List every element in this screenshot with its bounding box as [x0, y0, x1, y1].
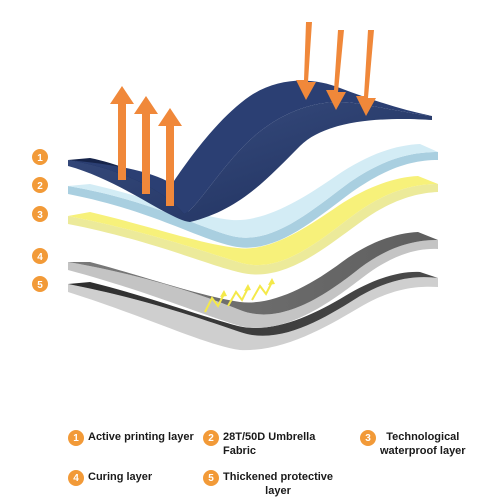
legend-label-2-line2: Fabric — [223, 445, 257, 457]
legend-badge-3: 3 — [360, 430, 376, 446]
layer-5-thickened-protective — [68, 271, 438, 351]
legend-label-3-line1: Technological — [386, 431, 460, 443]
layer-1-active-printing — [68, 80, 432, 222]
legend-label-3-line2: waterproof layer — [380, 445, 466, 457]
badge-2: 2 — [32, 177, 48, 193]
legend-item-5: 5 Thickened protective layer — [203, 470, 333, 498]
layer-3-waterproof — [68, 176, 438, 275]
legend-label-5-line1: Thickened protective — [223, 471, 334, 483]
legend-item-4: 4 Curing layer — [68, 470, 152, 486]
legend-label-2-line1: 28T/50D Umbrella — [223, 431, 316, 443]
legend-label-5-line2: layer — [265, 485, 291, 497]
legend-badge-5: 5 — [203, 470, 219, 486]
legend-item-1: 1 Active printing layer — [68, 430, 194, 446]
moisture-arrows — [204, 281, 273, 313]
legend-item-2: 2 28T/50D Umbrella Fabric — [203, 430, 315, 458]
badge-1: 1 — [32, 149, 48, 165]
svg-text:4: 4 — [37, 252, 43, 263]
badge-3: 3 — [32, 206, 48, 222]
layer-diagram: 1 2 3 4 5 — [32, 22, 438, 351]
badge-4: 4 — [32, 248, 48, 264]
legend-badge-2: 2 — [203, 430, 219, 446]
legend-label-4: Curing layer — [88, 471, 153, 483]
svg-text:5: 5 — [37, 280, 43, 291]
svg-text:3: 3 — [37, 210, 43, 221]
legend-item-3: 3 Technological waterproof layer — [360, 430, 466, 458]
layer-4-curing — [68, 232, 438, 328]
arrows-down — [296, 22, 376, 116]
legend-badge-1: 1 — [68, 430, 84, 446]
svg-text:2: 2 — [37, 181, 43, 192]
svg-text:1: 1 — [37, 153, 43, 164]
legend-badge-4: 4 — [68, 470, 84, 486]
arrows-up — [110, 86, 182, 206]
legend-label-1: Active printing layer — [88, 431, 194, 443]
layer-2-fabric — [68, 144, 438, 248]
badge-5: 5 — [32, 276, 48, 292]
